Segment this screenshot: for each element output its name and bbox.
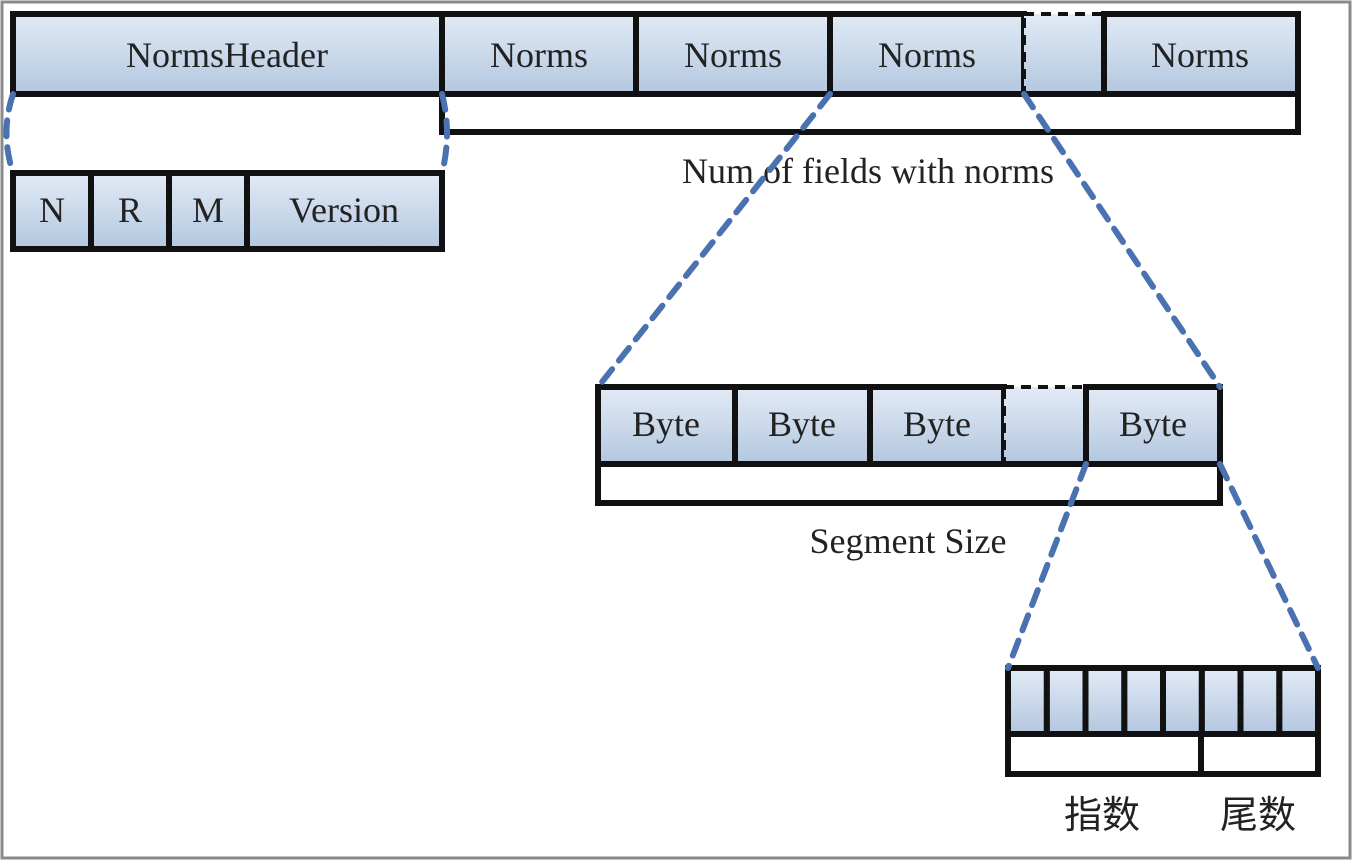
byte-bits-row: 指数 尾数	[1005, 665, 1321, 837]
connector-norms-left	[595, 91, 833, 390]
bit-cell	[1121, 665, 1166, 737]
connector-header-left	[3, 91, 16, 176]
byte-cell-label: Byte	[1119, 404, 1187, 444]
bit-cell	[1043, 665, 1089, 737]
bit-cell	[1082, 665, 1128, 737]
norms-cell-label: Norms	[1151, 35, 1249, 75]
norms-bytes-row: Byte Byte Byte Byte Segment Size	[595, 384, 1223, 561]
norms-count-caption: Num of fields with norms	[682, 151, 1054, 191]
ellipsis-cell	[1002, 385, 1088, 466]
header-field-label: N	[39, 190, 65, 230]
mantissa-label: 尾数	[1220, 793, 1296, 837]
byte-cell-label: Byte	[632, 404, 700, 444]
connector-byte-left	[1005, 461, 1089, 671]
header-field-label: M	[192, 190, 224, 230]
byte-count-bracket	[595, 461, 1223, 506]
header-field-label: R	[118, 190, 142, 230]
norms-cell-label: Norms	[878, 35, 976, 75]
byte-cell-label: Byte	[768, 404, 836, 444]
header-fields-row: N R M Version	[10, 170, 445, 252]
norms-header-cell	[10, 11, 445, 97]
header-field-cell	[166, 170, 250, 252]
bits-mantissa-bracket	[1198, 731, 1321, 777]
byte-cell	[732, 384, 873, 467]
header-field-cell	[88, 170, 172, 252]
bit-cell	[1198, 665, 1244, 737]
norms-header-label: NormsHeader	[126, 35, 328, 75]
norms-count-bracket	[439, 91, 1301, 135]
ellipsis-cell	[1022, 12, 1106, 96]
bit-cell	[1237, 665, 1283, 737]
bit-cell	[1005, 665, 1050, 737]
norms-file-row: NormsHeader Norms Norms Norms Norms Num …	[10, 11, 1301, 191]
zoom-connectors	[3, 91, 1321, 671]
norms-cell-label: Norms	[490, 35, 588, 75]
byte-count-caption: Segment Size	[810, 521, 1007, 561]
connector-header-right	[439, 91, 450, 176]
norms-cell-label: Norms	[684, 35, 782, 75]
norms-cell	[827, 11, 1027, 97]
exponent-label: 指数	[1064, 793, 1140, 837]
bits-exponent-bracket	[1005, 731, 1204, 777]
connector-byte-right	[1217, 461, 1321, 671]
byte-cell-label: Byte	[903, 404, 971, 444]
header-field-cell	[244, 170, 445, 252]
byte-cell	[867, 384, 1007, 467]
bit-cell	[1160, 665, 1205, 737]
bit-cell	[1276, 665, 1321, 737]
header-field-label: Version	[289, 190, 399, 230]
connector-norms-right	[1021, 91, 1223, 390]
